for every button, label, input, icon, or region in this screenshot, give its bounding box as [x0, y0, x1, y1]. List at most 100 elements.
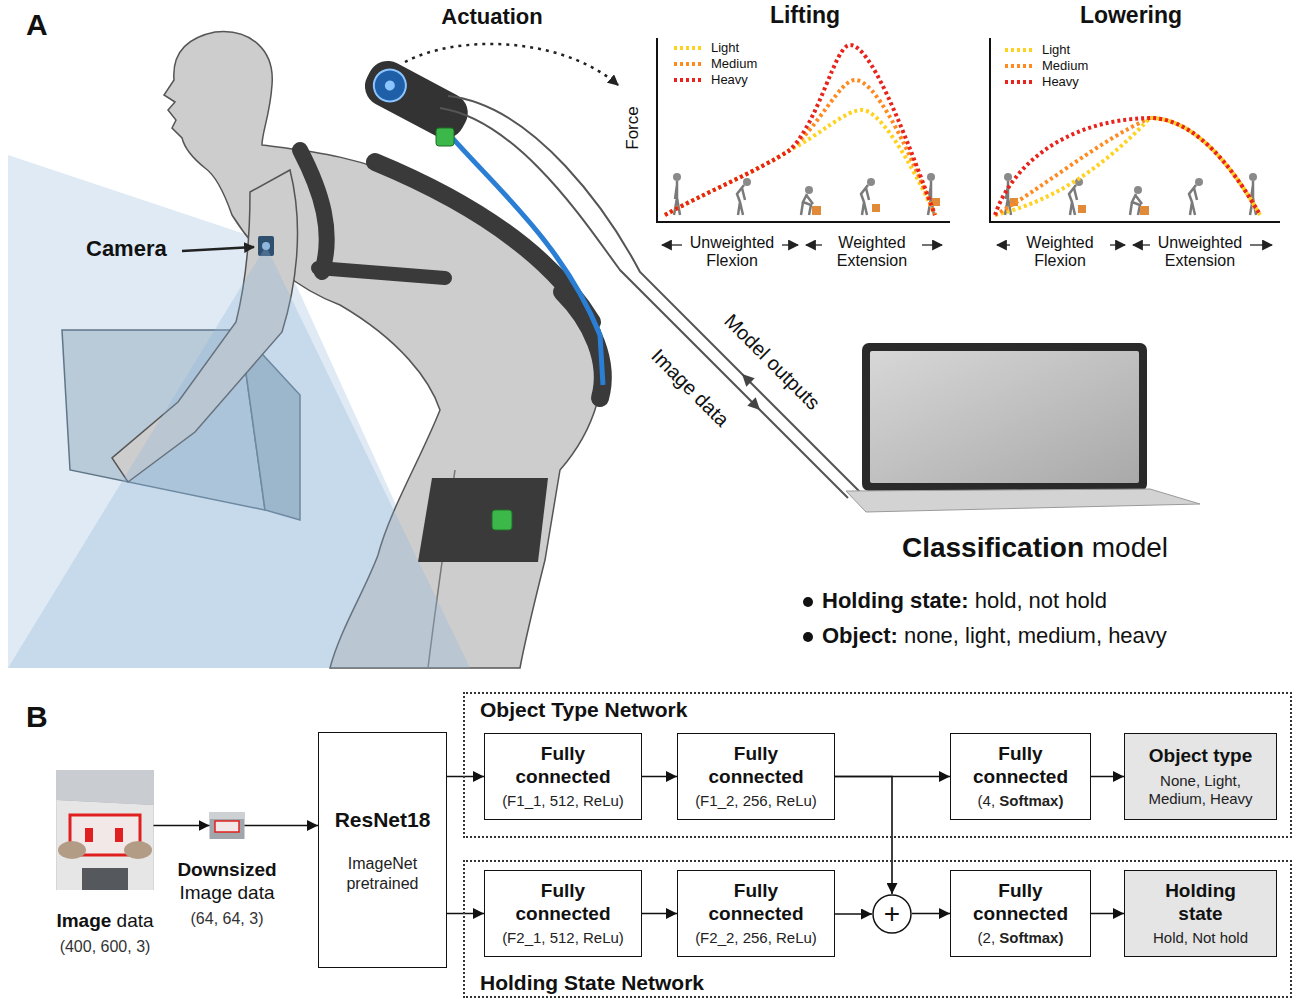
image-thumbnail-small	[210, 812, 245, 839]
legend-entry: Heavy	[1004, 74, 1079, 90]
callout: Actuation	[441, 4, 542, 29]
dense-layer: Fully connected(F1_2, 256, ReLu)	[677, 733, 835, 820]
box-title: Fully connected	[700, 880, 812, 926]
text-run: hold, not hold	[969, 588, 1107, 613]
curve-medium	[995, 118, 1260, 215]
legend-text: Light	[1042, 42, 1070, 58]
image-shape: (64, 64, 3)	[172, 909, 282, 928]
legend-swatch	[1004, 61, 1036, 71]
box-title: ResNet18	[333, 807, 433, 832]
image-downsized: Downsized Image data (64, 64, 3)	[172, 812, 282, 928]
image-anchor	[57, 770, 154, 890]
sum-outline	[873, 895, 911, 933]
connector	[245, 825, 319, 827]
actuator	[358, 54, 475, 145]
dense-layer: Fully connected(F2_2, 256, ReLu)	[677, 870, 835, 957]
bullet-text: Object: none, light, medium, heavy	[822, 623, 1167, 648]
wire-label: Image data	[646, 344, 733, 431]
legend-swatch	[1004, 77, 1036, 87]
group-title: Holding State Network	[480, 970, 704, 995]
legend-text: Heavy	[711, 72, 748, 88]
text-run: data	[111, 910, 153, 931]
wire-arrow	[747, 397, 760, 410]
wire	[440, 108, 848, 498]
laptop-screen-frame	[862, 343, 1147, 491]
image-shape: (400, 600, 3)	[48, 937, 162, 956]
connector	[912, 913, 950, 915]
hip-belt	[562, 292, 603, 398]
panel-letter: A	[26, 8, 48, 43]
image-anchor	[210, 812, 245, 839]
legend-text: Light	[711, 40, 739, 56]
text-run: none, light, medium, heavy	[898, 623, 1167, 648]
laptop-base	[846, 489, 1200, 512]
box-title: Fully connected	[965, 880, 1077, 926]
connector	[642, 913, 677, 915]
bullet-text: Holding state: hold, not hold	[822, 588, 1107, 613]
backbone-box: ResNet18ImageNet pretrained	[318, 732, 447, 968]
dense-layer: Fully connected (4, Softmax)	[950, 733, 1091, 820]
chart-title: Lifting	[770, 2, 840, 28]
box-detail: (F1_1, 512, ReLu)	[502, 792, 624, 810]
actuation-arrow	[405, 44, 618, 85]
box-content: Fully connected (4, Softmax)	[959, 739, 1083, 815]
stick-figures	[1004, 173, 1257, 215]
connector	[447, 776, 484, 778]
chart-title: Lowering	[1080, 2, 1182, 28]
legend-swatch	[673, 43, 705, 53]
wire-label: Model outputs	[719, 309, 824, 414]
connector	[1091, 776, 1124, 778]
box-content: Fully connected(F2_1, 512, ReLu)	[496, 876, 630, 952]
bowden-cable	[430, 112, 603, 385]
wire	[448, 96, 862, 494]
connector	[154, 825, 210, 827]
connector	[642, 776, 677, 778]
text-run: Image	[56, 910, 111, 931]
text-run: Softmax)	[999, 929, 1063, 946]
text-run: (4,	[978, 792, 1000, 809]
image-thumbnail	[57, 770, 154, 890]
connector	[447, 913, 484, 915]
chart-axes	[657, 38, 950, 222]
text-run: Image data	[179, 882, 274, 903]
curve-heavy	[665, 45, 935, 215]
back-sensor	[436, 128, 454, 146]
image-label: Downsized Image data	[172, 859, 282, 905]
text-run: (2,	[978, 929, 1000, 946]
text-run: Classification	[902, 532, 1084, 563]
dense-layer: Fully connected (F1_1, 512, ReLu)	[484, 733, 642, 820]
callout: Camera	[86, 236, 167, 261]
box-detail: (4, Softmax)	[965, 792, 1077, 810]
curve-heavy	[995, 118, 1260, 215]
box-detail: ImageNet pretrained	[333, 854, 433, 892]
sum-sign: +	[872, 894, 912, 934]
curve-medium	[665, 80, 935, 215]
output-box: Holding stateHold, Not hold	[1124, 870, 1277, 957]
connector	[1091, 913, 1124, 915]
curve-light	[665, 110, 935, 215]
box-content: ResNet18ImageNet pretrained	[327, 803, 439, 897]
image-label: Image data	[48, 910, 162, 933]
camera-cone	[8, 246, 470, 668]
phase-label: Weighted Flexion	[1010, 234, 1110, 271]
legend-entry: Medium	[1004, 58, 1088, 74]
text-run: Object:	[822, 623, 898, 648]
legend-line	[674, 46, 704, 50]
network-group: Fully connected(F1_1, 512, ReLu)Fully co…	[463, 692, 1292, 838]
box-title: Object type	[1136, 745, 1266, 768]
box-title: Fully connected	[507, 743, 619, 789]
box-title: Holding state	[1151, 880, 1251, 926]
curve-light	[995, 118, 1260, 215]
network-group: Fully connected(F2_1, 512, ReLu) Fully co…	[463, 860, 1292, 998]
text-run: Downsized	[177, 859, 276, 880]
camera-pointer	[182, 247, 254, 251]
dense-layer: Fully connected (2, Softmax)	[950, 870, 1091, 957]
image-input: Image data (400, 600, 3)	[48, 770, 162, 956]
box-detail: (2, Softmax)	[965, 929, 1077, 947]
box-title: Fully connected	[965, 743, 1077, 789]
box-title: Fully connected	[700, 743, 812, 789]
phase-label: Unweighted Extension	[1150, 234, 1250, 271]
legend-text: Medium	[711, 56, 757, 72]
